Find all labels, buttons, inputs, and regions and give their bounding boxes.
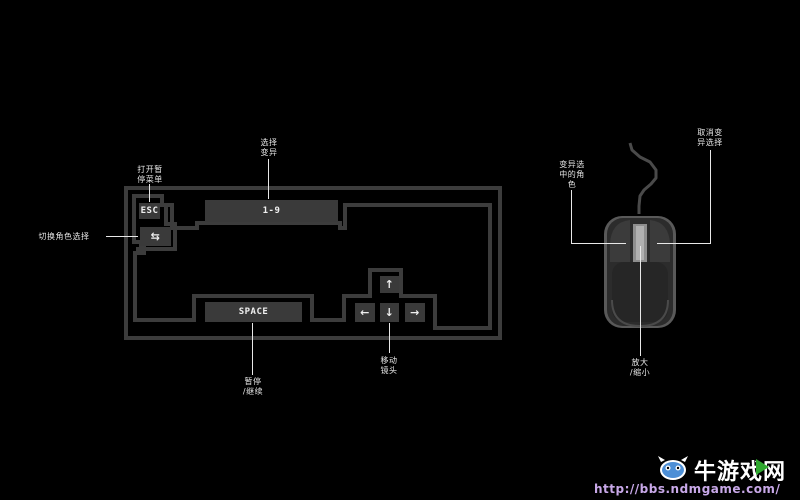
open-menu-label: 打开暂 停菜单 [137,165,163,184]
number-keys[interactable]: 1-9 [205,200,338,222]
play-icon [756,459,769,475]
wheel-callout-line [640,246,641,356]
move-camera-label: 移动 镜头 [380,356,398,375]
mutate-selected-label: 变异选 中的角 色 [559,160,585,189]
space-callout-line [252,323,253,375]
watermark-site-name: 牛游戏网 [694,460,787,485]
zoom-label: 放大 /缩小 [629,358,651,377]
select-mutation-label: 选择 变异 [260,138,278,157]
watermark: 牛游戏网 http://bbs.ndmgame.com/ [590,452,800,500]
space-key[interactable]: SPACE [205,302,302,322]
arrows-callout-line [389,323,390,353]
right-button-callout-v [710,150,711,244]
arrow-down-key[interactable]: ↓ [380,303,399,322]
pause-resume-label: 暂停 /继续 [242,377,264,396]
esc-key[interactable]: ESC [139,203,160,219]
left-button-callout-h [571,243,626,244]
arrow-up-key[interactable]: ↑ [380,276,399,293]
swap-callout-line [106,236,138,237]
watermark-url[interactable]: http://bbs.ndmgame.com/ [594,482,781,496]
left-button-callout-v [571,190,572,244]
esc-callout-line [149,184,150,202]
arrow-right-key[interactable]: → [405,303,425,322]
arrow-left-key[interactable]: ← [355,303,375,322]
right-button-callout-h [657,243,711,244]
cancel-mutation-label: 取消变 异选择 [697,128,723,147]
cow-logo-icon [658,456,688,480]
number-callout-line [268,159,269,199]
switch-character-label: 切换角色选择 [38,232,90,241]
swap-key[interactable]: ⇆ [140,227,171,246]
